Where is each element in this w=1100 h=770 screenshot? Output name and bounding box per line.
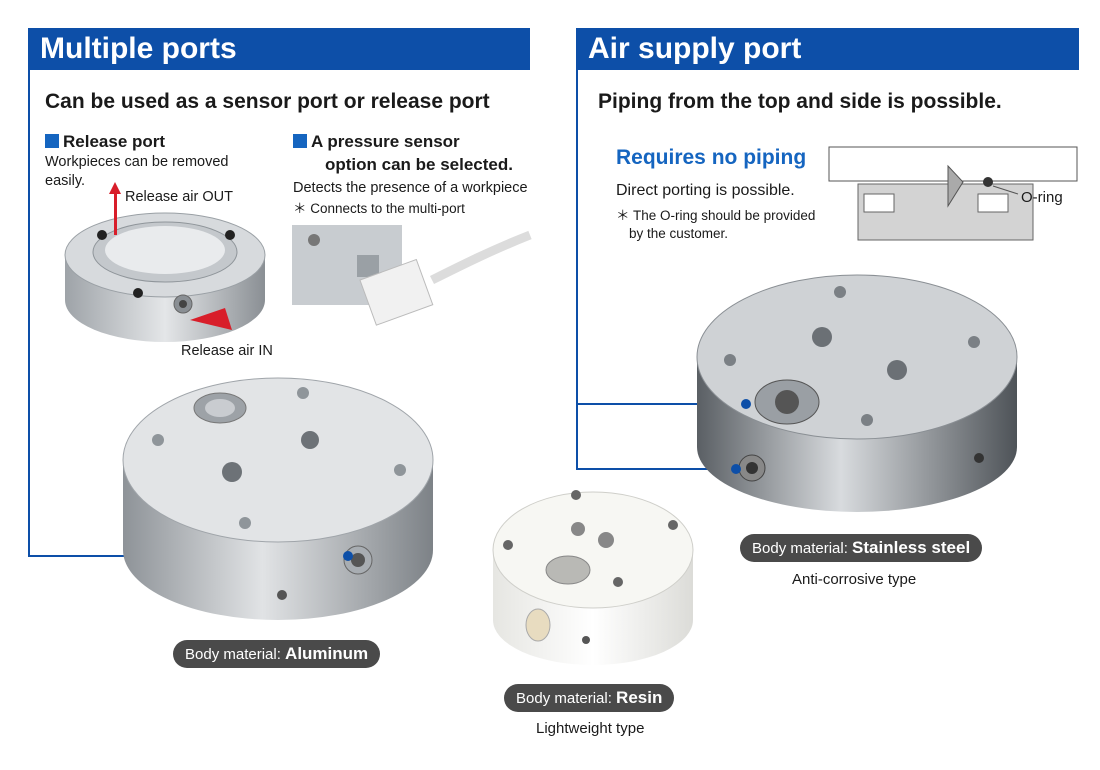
oring-note-line1: ＊ The O-ring should be provided [616,208,816,223]
top-port-callout-dot [741,399,751,409]
release-port-title: Release port [45,130,165,153]
release-port-photo [64,182,266,342]
square-bullet-icon [293,134,307,148]
stainless-material-badge: Body material: Stainless steel [740,534,983,562]
sensor-option-title-line2: option can be selected. [325,155,513,174]
resin-material-badge: Body material: Resin [504,684,675,712]
oring-label: O-ring [1021,189,1063,206]
release-in-arrow [190,308,232,330]
stainless-body-photo [696,274,1018,512]
requires-no-piping-title: Requires no piping [616,146,807,169]
sensor-option-desc: Detects the presence of a workpiece [293,180,528,196]
multiple-ports-header: Multiple ports [28,28,530,70]
direct-porting-desc: Direct porting is possible. [616,182,795,199]
release-port-desc: Workpieces can be removed easily. [45,154,229,189]
oring-cross-section-diagram [828,146,1078,241]
square-bullet-icon [45,134,59,148]
aluminum-material-badge: Body material: Aluminum [173,640,381,668]
air-supply-port-header: Air supply port [576,28,1079,70]
right-frame-line [576,70,578,470]
sensor-option-note: ＊ Connects to the multi-port [293,201,465,216]
stainless-caption: Anti-corrosive type [792,571,917,588]
aluminum-port-callout-dot [343,551,353,561]
release-out-arrow [114,190,117,235]
oring-note-line2: by the customer. [629,226,729,241]
pressure-sensor-photo [292,225,532,326]
resin-caption: Lightweight type [536,720,645,737]
resin-body-photo [492,490,694,665]
aluminum-body-photo [122,377,434,620]
left-frame-line [28,70,30,557]
left-subheading: Can be used as a sensor port or release … [45,90,490,113]
release-air-out-label: Release air OUT [125,189,233,205]
right-callout-line-bottom [576,468,736,470]
sensor-option-title: A pressure sensor [293,130,460,153]
release-air-in-label: Release air IN [181,343,273,359]
side-port-callout-dot [731,464,741,474]
right-callout-line-top [576,403,746,405]
right-subheading: Piping from the top and side is possible… [598,90,1002,113]
